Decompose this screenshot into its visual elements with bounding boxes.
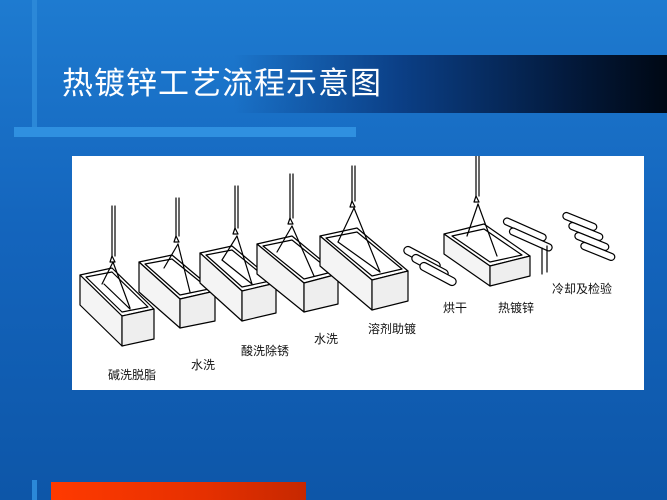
step-label-alkaline-degreasing: 碱洗脱脂 bbox=[108, 368, 157, 382]
tank-4 bbox=[256, 173, 339, 313]
step-label-hot-dip-galvanizing: 热镀锌 bbox=[498, 301, 535, 315]
step-label-water-rinse-1: 水洗 bbox=[191, 358, 216, 372]
bottom-orange-bar bbox=[51, 482, 306, 500]
tank-2 bbox=[138, 197, 216, 329]
process-diagram: 碱洗脱脂 水洗 酸洗除锈 水洗 溶剂助镀 烘干 热镀锌 冷却及检验 bbox=[72, 156, 644, 390]
tank-3 bbox=[199, 185, 277, 322]
title-underline bbox=[14, 127, 356, 137]
drying-rack-1 bbox=[403, 245, 457, 287]
bottom-accent-bar bbox=[32, 480, 37, 500]
step-label-cooling-inspection: 冷却及检验 bbox=[552, 282, 613, 296]
step-label-drying: 烘干 bbox=[443, 301, 468, 315]
cooling-rack bbox=[562, 211, 616, 261]
step-label-flux: 溶剂助镀 bbox=[368, 322, 417, 336]
tank-5 bbox=[319, 165, 409, 311]
tank-1 bbox=[79, 205, 155, 347]
galvanizing-kettle bbox=[443, 156, 553, 287]
left-accent-bar bbox=[32, 0, 37, 130]
step-label-water-rinse-2: 水洗 bbox=[314, 332, 339, 346]
diagram-drawing bbox=[79, 156, 616, 347]
step-label-acid-pickling: 酸洗除锈 bbox=[241, 344, 290, 358]
title-band bbox=[0, 55, 667, 113]
slide-title: 热镀锌工艺流程示意图 bbox=[62, 66, 382, 102]
